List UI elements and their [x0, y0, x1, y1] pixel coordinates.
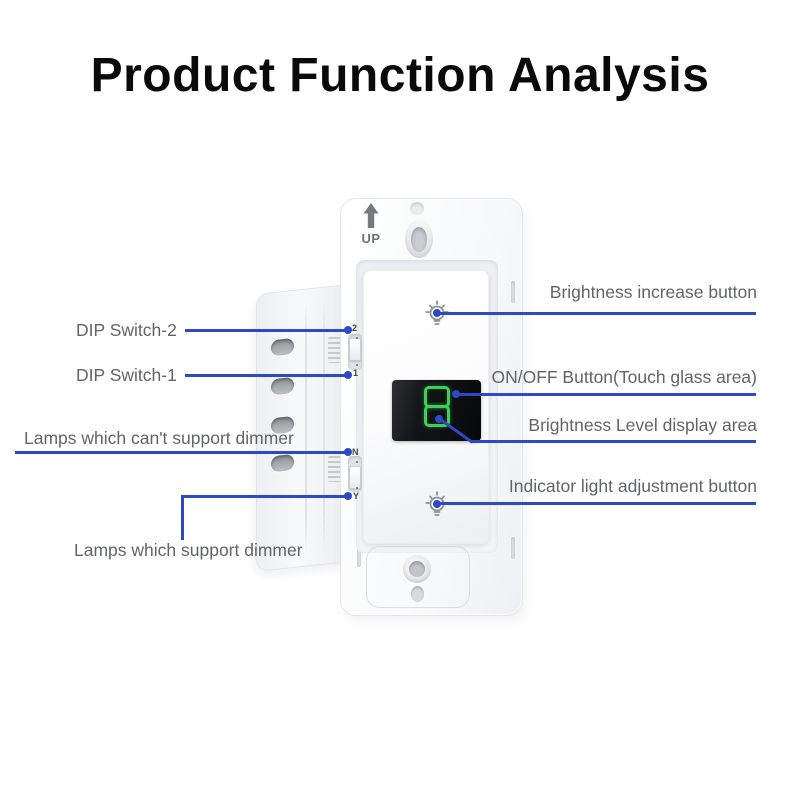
callout-dot	[433, 309, 441, 317]
callout-line	[185, 374, 348, 377]
plate-slot	[357, 545, 361, 567]
dip-marker-2: 2	[352, 323, 358, 333]
callout-line	[440, 312, 756, 315]
callout-dot	[452, 390, 460, 398]
plate-slot	[511, 537, 515, 559]
callout-dot	[344, 448, 352, 456]
callout-label-dimmer-lamps: Lamps which support dimmer	[74, 540, 303, 560]
callout-dot	[435, 415, 443, 423]
callout-line	[181, 495, 184, 540]
callout-line	[15, 451, 348, 454]
breakoff-tab-outline	[366, 546, 470, 608]
dip-marker-dot	[356, 461, 358, 463]
housing-seam	[305, 301, 307, 554]
housing-seam	[323, 299, 325, 552]
mounting-hole-top	[410, 202, 424, 215]
callout-label-dip-switch-1: DIP Switch-1	[76, 365, 177, 385]
mounting-hole-bottom	[411, 586, 424, 602]
seven-segment-bottom	[424, 405, 450, 427]
callout-dot	[344, 326, 352, 334]
vent-slot	[271, 337, 294, 357]
display-digit	[424, 386, 450, 427]
up-arrow-icon	[361, 202, 381, 235]
callout-line	[185, 329, 348, 332]
dip-switch-ribs	[328, 337, 341, 363]
callout-dot	[344, 371, 352, 379]
vent-slot	[271, 453, 294, 473]
callout-dot	[433, 500, 441, 508]
brightness-level-display	[392, 380, 481, 441]
callout-label-onoff-button: ON/OFF Button(Touch glass area)	[491, 367, 757, 387]
callout-line	[456, 393, 756, 396]
callout-line	[470, 440, 756, 443]
brightness-increase-bulb-icon	[424, 299, 450, 334]
dip-marker-dot	[356, 337, 358, 339]
callout-label-display-area: Brightness Level display area	[528, 415, 757, 435]
dip-marker-dot	[356, 487, 358, 489]
page-title: Product Function Analysis	[90, 49, 710, 102]
dip-switch-ribs	[328, 456, 341, 482]
screw-hole-bottom-inner	[409, 561, 425, 577]
callout-label-dip-switch-2: DIP Switch-2	[76, 320, 177, 340]
dip-switch-2-knob	[349, 338, 361, 361]
dip-marker-1: 1	[353, 368, 359, 378]
callout-dot	[344, 492, 352, 500]
dip-switch-1-knob	[349, 466, 361, 489]
callout-line	[181, 495, 348, 498]
dip-marker-dot	[356, 364, 358, 366]
vent-slot	[271, 376, 294, 396]
callout-label-indicator-adjust: Indicator light adjustment button	[508, 476, 757, 496]
dip-marker-y: Y	[353, 491, 360, 501]
callout-line	[440, 502, 756, 505]
callout-label-brightness-increase: Brightness increase button	[549, 282, 757, 302]
up-label: UP	[361, 231, 381, 246]
dip-marker-n: N	[352, 447, 359, 457]
callout-label-no-dimmer-lamps: Lamps which can't support dimmer	[24, 428, 294, 448]
plate-slot	[511, 281, 515, 303]
screw-hole-top-inner	[411, 227, 427, 252]
